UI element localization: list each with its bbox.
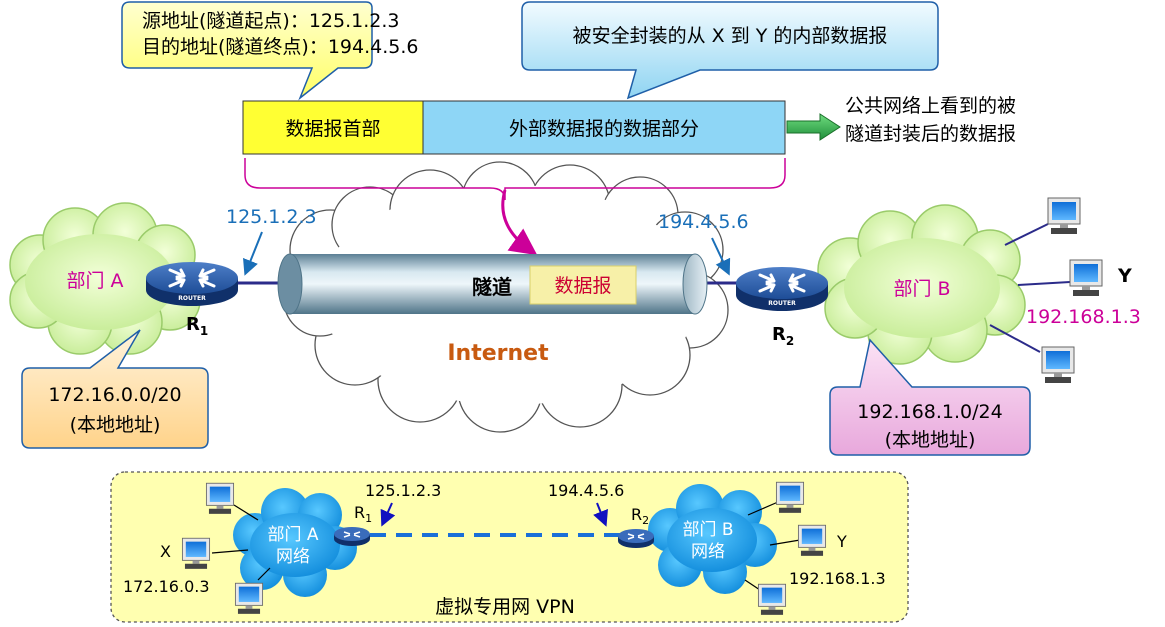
dept-b-net: 192.168.1.0/24 [857, 401, 1002, 423]
tunnel-datagram-label: 数据报 [554, 275, 611, 297]
vpn-host-y [797, 524, 827, 557]
host-b3 [1041, 346, 1075, 384]
vpn-x-ip: 172.16.0.3 [123, 577, 210, 596]
vpn-router-r1 [333, 526, 371, 547]
svg-text:ROUTER: ROUTER [768, 300, 796, 307]
vpn-y-label: Y [836, 532, 847, 551]
host-b1 [1047, 197, 1081, 235]
dept-b-address-callout: 192.168.1.0/24 (本地地址) [829, 338, 1031, 456]
svg-text:ROUTER: ROUTER [178, 295, 206, 302]
dept-b-local: (本地地址) [885, 429, 976, 451]
vpn-host-a3 [234, 582, 264, 615]
r2-ip-label: 194.4.5.6 [658, 211, 749, 233]
vpn-host-b3 [757, 583, 787, 616]
vpn-dept-b-line1: 部门 B [682, 520, 733, 540]
router-r1: ROUTER [144, 260, 240, 308]
public-note-line2: 隧道封装后的数据报 [845, 123, 1016, 145]
encapsulated-datagram: 数据报首部 外部数据报的数据部分 [242, 100, 786, 155]
internet-cloud [283, 161, 729, 433]
router-r2: ROUTER [734, 265, 830, 313]
vpn-dept-a-cloud [233, 488, 357, 597]
r1-label: R1 [186, 314, 208, 338]
datagram-to-tunnel-arrow [501, 189, 538, 256]
vpn-dept-a-line2: 网络 [276, 547, 310, 567]
tunnel-label: 隧道 [472, 275, 512, 299]
green-arrow [786, 113, 841, 141]
vpn-r2-ip: 194.4.5.6 [548, 481, 624, 500]
public-note-line1: 公共网络上看到的被 [845, 95, 1016, 117]
y-label: Y [1117, 265, 1132, 287]
r1-ip-arrow [243, 231, 263, 276]
dst-address-text: 目的地址(隧道终点)：194.4.5.6 [142, 36, 418, 58]
vpn-y-ip: 192.168.1.3 [789, 569, 886, 588]
vpn-x-label: X [160, 542, 171, 561]
vpn-r2-label: R2 [631, 505, 649, 527]
dept-a-label: 部门 A [66, 270, 123, 292]
tunnel-datagram-box [529, 265, 637, 305]
dept-b-label: 部门 B [893, 278, 950, 300]
vpn-dept-b-cloud [648, 484, 777, 594]
dept-a-local: (本地地址) [70, 414, 161, 436]
r2-ip-arrow [711, 237, 731, 276]
vpn-host-a1 [205, 482, 235, 515]
inner-datagram-callout: 被安全封装的从 X 到 Y 的内部数据报 [521, 1, 939, 100]
vpn-title: 虚拟专用网 VPN [435, 596, 575, 618]
vpn-r1-ip: 125.1.2.3 [365, 481, 441, 500]
inner-datagram-text: 被安全封装的从 X 到 Y 的内部数据报 [573, 25, 888, 47]
r2-label: R2 [772, 324, 794, 348]
src-address-text: 源地址(隧道起点)：125.1.2.3 [142, 10, 399, 32]
datagram-data-label: 外部数据报的数据部分 [509, 118, 699, 140]
dept-b-cloud [817, 204, 1026, 365]
r1-ip-label: 125.1.2.3 [226, 206, 317, 228]
vpn-host-b1 [775, 481, 805, 514]
tunnel-pipe: 隧道 数据报 [277, 253, 708, 315]
internet-label: Internet [447, 341, 549, 366]
vpn-host-x [181, 537, 211, 570]
vpn-r1-label: R1 [354, 503, 372, 525]
y-ip-label: 192.168.1.3 [1026, 306, 1141, 328]
dept-a-cloud [9, 202, 201, 355]
dept-a-address-callout: 172.16.0.0/20 (本地地址) [21, 329, 209, 449]
dept-a-net: 172.16.0.0/20 [48, 384, 181, 406]
vpn-dept-a-line1: 部门 A [267, 525, 318, 545]
vpn-router-r2 [617, 528, 655, 549]
host-y [1069, 259, 1103, 297]
vpn-dept-b-line2: 网络 [691, 542, 725, 562]
src-dst-callout: 源地址(隧道起点)：125.1.2.3 目的地址(隧道终点)：194.4.5.6 [121, 1, 418, 101]
datagram-header-label: 数据报首部 [285, 118, 380, 140]
